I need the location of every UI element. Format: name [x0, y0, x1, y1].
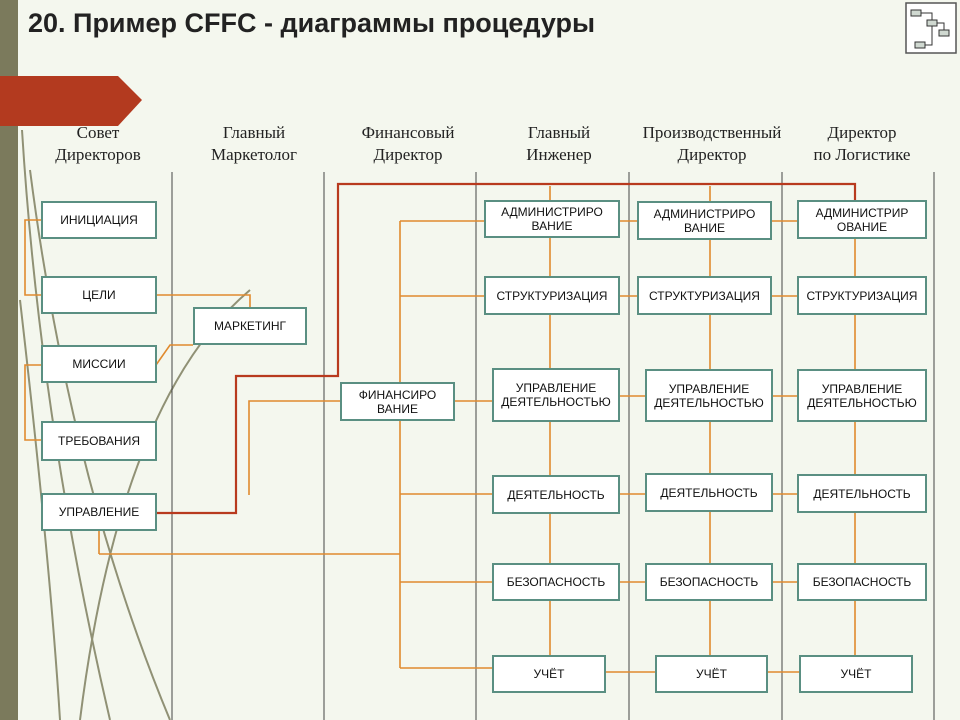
box-eng-account: УЧЁТ [492, 655, 606, 693]
box-label: ФИНАНСИРО [358, 387, 437, 402]
box-label: ДЕЯТЕЛЬНОСТЬ [660, 485, 758, 500]
box-label: АДМИНИСТРИРО [653, 206, 756, 221]
box-log-safety: БЕЗОПАСНОСТЬ [797, 563, 927, 601]
box-label: УЧЁТ [533, 667, 565, 681]
lane-header-line: Директор [677, 145, 747, 164]
lane-header-line: Директор [827, 123, 897, 142]
box-eng-safety: БЕЗОПАСНОСТЬ [492, 563, 620, 601]
lane-header-line: Маркетолог [211, 145, 297, 164]
box-label: БЕЗОПАСНОСТЬ [659, 575, 759, 589]
box-label: ИНИЦИАЦИЯ [60, 213, 138, 227]
box-label: ЦЕЛИ [82, 288, 116, 302]
box-label: АДМИНИСТРИРО [501, 205, 603, 219]
lane-header-line: Финансовый [361, 123, 455, 142]
box-log-mgmt: УПРАВЛЕНИЕ ДЕЯТЕЛЬНОСТЬЮ [797, 369, 927, 422]
box-log-struct: СТРУКТУРИЗАЦИЯ [797, 276, 927, 315]
box-label: ДЕЯТЕЛЬНОСТЬ [813, 486, 911, 501]
box-prod-account: УЧЁТ [655, 655, 768, 693]
box-marketing: МАРКЕТИНГ [193, 307, 307, 345]
box-prod-admin: АДМИНИСТРИРО ВАНИЕ [637, 201, 772, 240]
box-label: ОВАНИЕ [836, 219, 888, 234]
lane-header-production: Производственный Директор [622, 122, 802, 166]
box-label: ДЕЯТЕЛЬНОСТЬЮ [654, 395, 764, 410]
box-label: ДЕЯТЕЛЬНОСТЬЮ [501, 395, 611, 409]
box-label: УЧЁТ [696, 667, 727, 681]
box-label: ВАНИЕ [531, 219, 573, 233]
box-label: СТРУКТУРИЗАЦИЯ [649, 288, 760, 303]
lane-dividers [171, 172, 935, 720]
box-label: УПРАВЛЕНИЕ [821, 381, 903, 396]
box-goals: ЦЕЛИ [41, 276, 157, 314]
orange-connectors [24, 186, 856, 673]
lane-header-line: Главный [527, 123, 591, 142]
lane-header-line: по Логистике [813, 145, 911, 164]
box-log-activity: ДЕЯТЕЛЬНОСТЬ [797, 474, 927, 513]
box-label: ВАНИЕ [377, 401, 418, 416]
box-label: БЕЗОПАСНОСТЬ [506, 575, 606, 589]
lane-header-line: Главный [222, 123, 286, 142]
box-finance: ФИНАНСИРО ВАНИЕ [340, 382, 455, 421]
box-label: УЧЁТ [840, 667, 872, 681]
box-missions: МИССИИ [41, 345, 157, 383]
lane-header-marketer: Главный Маркетолог [169, 122, 339, 166]
lane-header-line: Инженер [526, 145, 592, 164]
box-prod-safety: БЕЗОПАСНОСТЬ [645, 563, 773, 601]
highlight-path [156, 182, 857, 515]
box-initiation: ИНИЦИАЦИЯ [41, 201, 157, 239]
box-prod-activity: ДЕЯТЕЛЬНОСТЬ [645, 473, 773, 512]
arrow-banner [0, 76, 142, 126]
box-label: СТРУКТУРИЗАЦИЯ [496, 288, 608, 303]
box-label: АДМИНИСТРИР [815, 205, 909, 220]
box-management: УПРАВЛЕНИЕ [41, 493, 157, 531]
box-eng-activity: ДЕЯТЕЛЬНОСТЬ [492, 475, 620, 514]
box-label: УПРАВЛЕНИЕ [668, 381, 750, 396]
box-label: УПРАВЛЕНИЕ [515, 381, 597, 395]
lane-header-line: Директор [373, 145, 443, 164]
lane-header-logistics: Директор по Логистике [777, 122, 947, 166]
lane-header-finance: Финансовый Директор [323, 122, 493, 166]
box-label: ТРЕБОВАНИЯ [58, 434, 140, 448]
box-eng-admin: АДМИНИСТРИРО ВАНИЕ [484, 200, 620, 238]
box-eng-struct: СТРУКТУРИЗАЦИЯ [484, 276, 620, 315]
box-label: УПРАВЛЕНИЕ [58, 505, 140, 519]
lane-header-line: Производственный [642, 123, 782, 142]
box-log-account: УЧЁТ [799, 655, 913, 693]
left-accent-bar [0, 0, 18, 720]
box-label: МИССИИ [72, 357, 126, 371]
box-label: ВАНИЕ [684, 220, 725, 235]
box-prod-mgmt: УПРАВЛЕНИЕ ДЕЯТЕЛЬНОСТЬЮ [645, 369, 773, 422]
box-label: БЕЗОПАСНОСТЬ [812, 575, 912, 589]
box-prod-struct: СТРУКТУРИЗАЦИЯ [637, 276, 772, 315]
box-label: СТРУКТУРИЗАЦИЯ [806, 288, 918, 303]
box-eng-mgmt: УПРАВЛЕНИЕ ДЕЯТЕЛЬНОСТЬЮ [492, 368, 620, 422]
page-title: 20. Пример CFFC - диаграммы процедуры [28, 8, 596, 38]
box-requirements: ТРЕБОВАНИЯ [41, 421, 157, 461]
lane-header-board: Совет Директоров [13, 122, 183, 166]
lane-header-engineer: Главный Инженер [474, 122, 644, 166]
box-log-admin: АДМИНИСТРИР ОВАНИЕ [797, 200, 927, 239]
box-label: ДЕЯТЕЛЬНОСТЬ [507, 487, 605, 502]
lane-header-line: Директоров [55, 145, 141, 164]
box-label: МАРКЕТИНГ [213, 319, 287, 333]
lane-header-line: Совет [76, 123, 120, 142]
box-label: ДЕЯТЕЛЬНОСТЬЮ [807, 395, 917, 410]
cffc-diagram-icon [905, 2, 957, 54]
